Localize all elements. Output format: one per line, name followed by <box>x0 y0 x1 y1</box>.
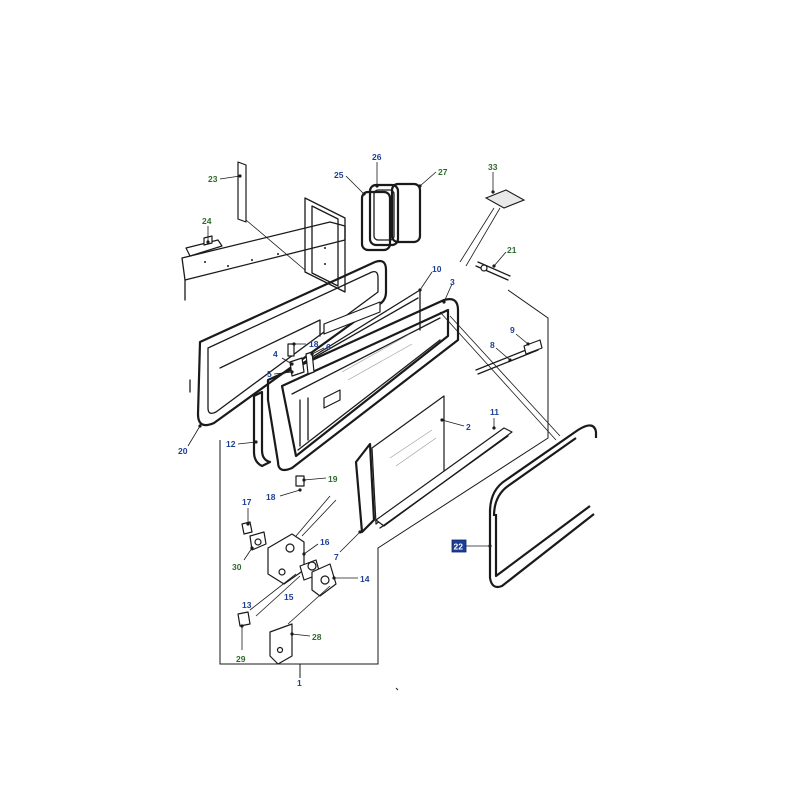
callout-9[interactable]: 9 <box>510 325 515 335</box>
callout-11[interactable]: 11 <box>490 407 499 417</box>
callout-6[interactable]: 6 <box>326 342 331 352</box>
part-8-9-rod <box>475 339 543 375</box>
part-10-3-window-frame <box>266 289 561 472</box>
callout-33[interactable]: 33 <box>488 162 498 172</box>
callout-25[interactable]: 25 <box>334 170 344 180</box>
callout-7[interactable]: 7 <box>334 552 339 562</box>
callout-23[interactable]: 23 <box>208 174 218 184</box>
assembly-boundary <box>219 289 549 691</box>
callout-5[interactable]: 5 <box>267 369 272 379</box>
callout-27[interactable]: 27 <box>438 167 448 177</box>
callout-8[interactable]: 8 <box>490 340 495 350</box>
callout-3[interactable]: 3 <box>450 277 455 287</box>
part-21-pin <box>475 261 511 281</box>
part-20-outer-seal <box>196 259 388 427</box>
callout-17[interactable]: 17 <box>242 497 252 507</box>
part-12-frame-seal <box>252 390 272 468</box>
callout-30[interactable]: 30 <box>232 562 242 572</box>
callout-24[interactable]: 24 <box>202 216 212 226</box>
callout-2[interactable]: 2 <box>466 422 471 432</box>
parts-hinge-cluster <box>237 343 337 665</box>
callout-18-upper[interactable]: 18 <box>309 339 319 349</box>
callout-18-lower[interactable]: 18 <box>266 492 276 502</box>
callout-22-box <box>451 539 467 553</box>
callout-22-highlight[interactable]: 22 <box>451 539 467 553</box>
callout-26[interactable]: 26 <box>372 152 382 162</box>
callout-10[interactable]: 10 <box>432 264 442 274</box>
callout-4[interactable]: 4 <box>273 349 278 359</box>
callout-28[interactable]: 28 <box>312 632 322 642</box>
callout-labels: 23 24 25 26 27 33 21 10 3 9 8 18 4 6 5 2… <box>178 152 517 688</box>
parts-25-27-seal-frames <box>360 182 422 252</box>
part-23-strip <box>237 161 306 271</box>
callout-leaders <box>187 162 530 650</box>
callout-12[interactable]: 12 <box>226 439 236 449</box>
callout-19[interactable]: 19 <box>328 474 338 484</box>
callout-22[interactable]: 22 <box>454 542 464 552</box>
body-side-panel <box>181 197 346 393</box>
part-33-pad <box>459 189 526 267</box>
callout-16[interactable]: 16 <box>320 537 330 547</box>
callout-15[interactable]: 15 <box>284 592 294 602</box>
callout-1[interactable]: 1 <box>297 678 302 688</box>
part-11-channel <box>375 427 513 529</box>
part-22-large-seal <box>488 424 598 589</box>
callout-29[interactable]: 29 <box>236 654 246 664</box>
callout-14[interactable]: 14 <box>360 574 370 584</box>
callout-13[interactable]: 13 <box>242 600 252 610</box>
callout-21[interactable]: 21 <box>507 245 517 255</box>
callout-20[interactable]: 20 <box>178 446 188 456</box>
